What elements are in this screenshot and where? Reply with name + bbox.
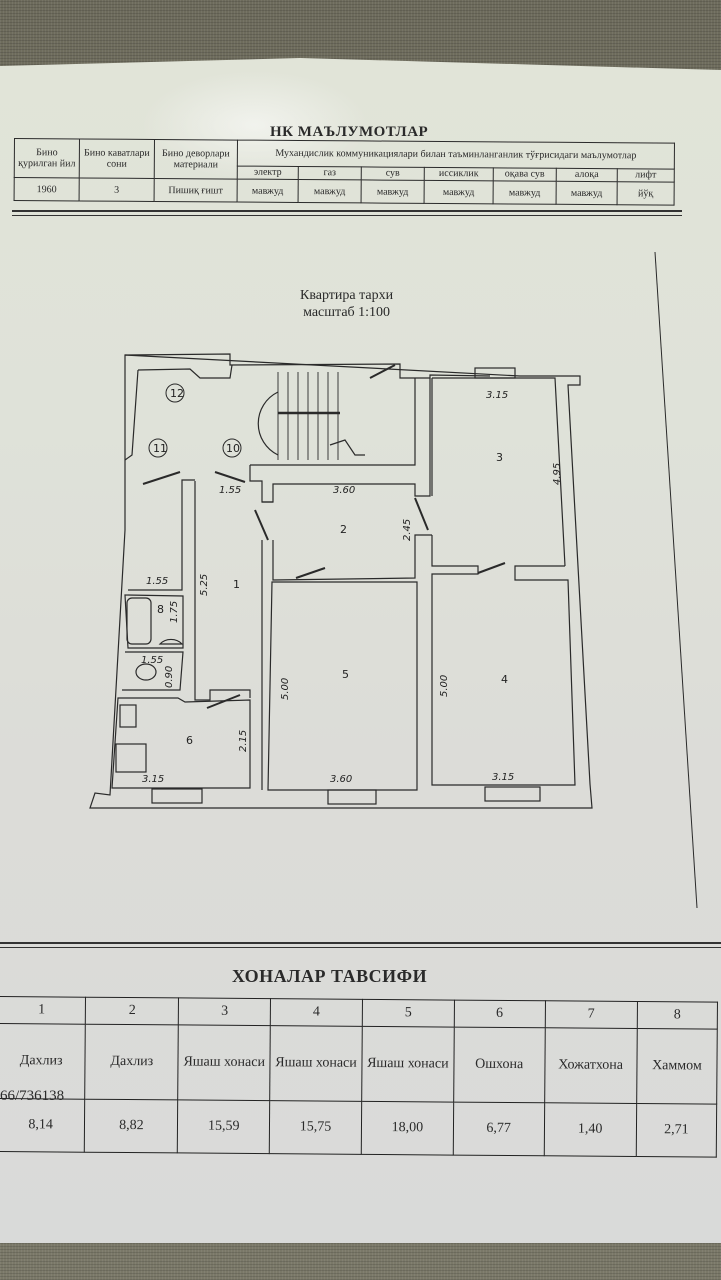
common-label-10: 10 — [226, 442, 240, 455]
room-area: 6,77 — [453, 1102, 545, 1156]
room-name: Дахлиз — [85, 1024, 179, 1100]
dim-r7-width: 1.55 — [141, 655, 163, 666]
room-no: 2 — [85, 997, 179, 1025]
dim-r6-length: 2.15 — [238, 730, 249, 752]
room-label-1: 1 — [233, 578, 240, 591]
room-no: 3 — [178, 997, 271, 1026]
dim-r8-length: 1.75 — [169, 601, 180, 623]
dim-r8-width: 1.55 — [146, 576, 168, 587]
room-label-6: 6 — [186, 734, 193, 747]
room-no: 8 — [637, 1001, 718, 1030]
room-name: Яшаш хонаси — [361, 1026, 455, 1103]
plan-title-text: Квартира тархи — [300, 288, 394, 303]
wall — [124, 353, 491, 379]
room-area: 8,14 — [0, 1098, 86, 1153]
dim-r4-width: 3.15 — [492, 772, 514, 783]
floor-plan: 12 11 10 1 2 3 4 5 6 8 3.15 4.95 3.60 2.… — [89, 251, 698, 909]
dim-r3-length: 4.95 — [552, 463, 563, 485]
dim-r5-width: 3.60 — [330, 774, 352, 785]
rooms-section-title: ХОНАЛАР ТАВСИФИ — [232, 966, 428, 986]
divider — [0, 942, 721, 948]
document-page — [0, 58, 721, 1243]
plan-scale: масштаб 1:100 — [303, 305, 391, 320]
room-label-4: 4 — [501, 673, 508, 686]
room-no: 4 — [270, 998, 363, 1027]
room-name: Яшаш хонаси — [178, 1024, 271, 1101]
room-no: 6 — [454, 1000, 546, 1028]
document-number: 66/736138 — [0, 1088, 65, 1104]
rooms-table: 1 2 3 4 5 6 7 8 Дахлиз Дахлиз Яшаш хонас… — [0, 996, 718, 1158]
dim-hall-width: 1.55 — [219, 485, 241, 496]
frame-line — [654, 251, 698, 909]
room-name: Хаммом — [636, 1028, 718, 1105]
common-label-12: 12 — [170, 387, 184, 400]
room-label-2: 2 — [340, 523, 347, 536]
dim-r1-length: 5.25 — [199, 574, 210, 596]
room-area: 15,75 — [269, 1100, 362, 1155]
room-no: 7 — [544, 1000, 638, 1029]
room-area: 2,71 — [636, 1103, 717, 1158]
dim-r4-length: 5.00 — [439, 675, 450, 697]
room-area: 18,00 — [361, 1101, 454, 1156]
room-area: 15,59 — [177, 1099, 270, 1154]
dim-r2-width: 3.60 — [333, 485, 355, 496]
room-no: 1 — [0, 996, 86, 1025]
dim-r6-width: 3.15 — [142, 774, 164, 785]
section-title-info: НК МАЪЛУМОТЛАР — [270, 124, 429, 140]
common-label-11: 11 — [153, 442, 167, 455]
room-name: Яшаш хонаси — [269, 1025, 363, 1102]
room-no: 5 — [362, 999, 455, 1028]
room-area: 1,40 — [543, 1102, 637, 1157]
room-label-8: 8 — [157, 603, 164, 616]
dim-r2-length: 2.45 — [402, 519, 413, 541]
dim-r3-width: 3.15 — [486, 390, 508, 401]
room-label-3: 3 — [496, 451, 503, 464]
room-label-5: 5 — [342, 668, 349, 681]
room-name: Ошхона — [453, 1027, 545, 1103]
room-name: Хожатхона — [544, 1027, 638, 1104]
plan-title: Квартира тархи масштаб 1:100 — [300, 287, 393, 321]
dim-r5-length: 5.00 — [280, 678, 291, 700]
room-area: 8,82 — [84, 1099, 179, 1153]
divider — [12, 210, 682, 216]
dim-r7-length: 0.90 — [164, 666, 175, 688]
